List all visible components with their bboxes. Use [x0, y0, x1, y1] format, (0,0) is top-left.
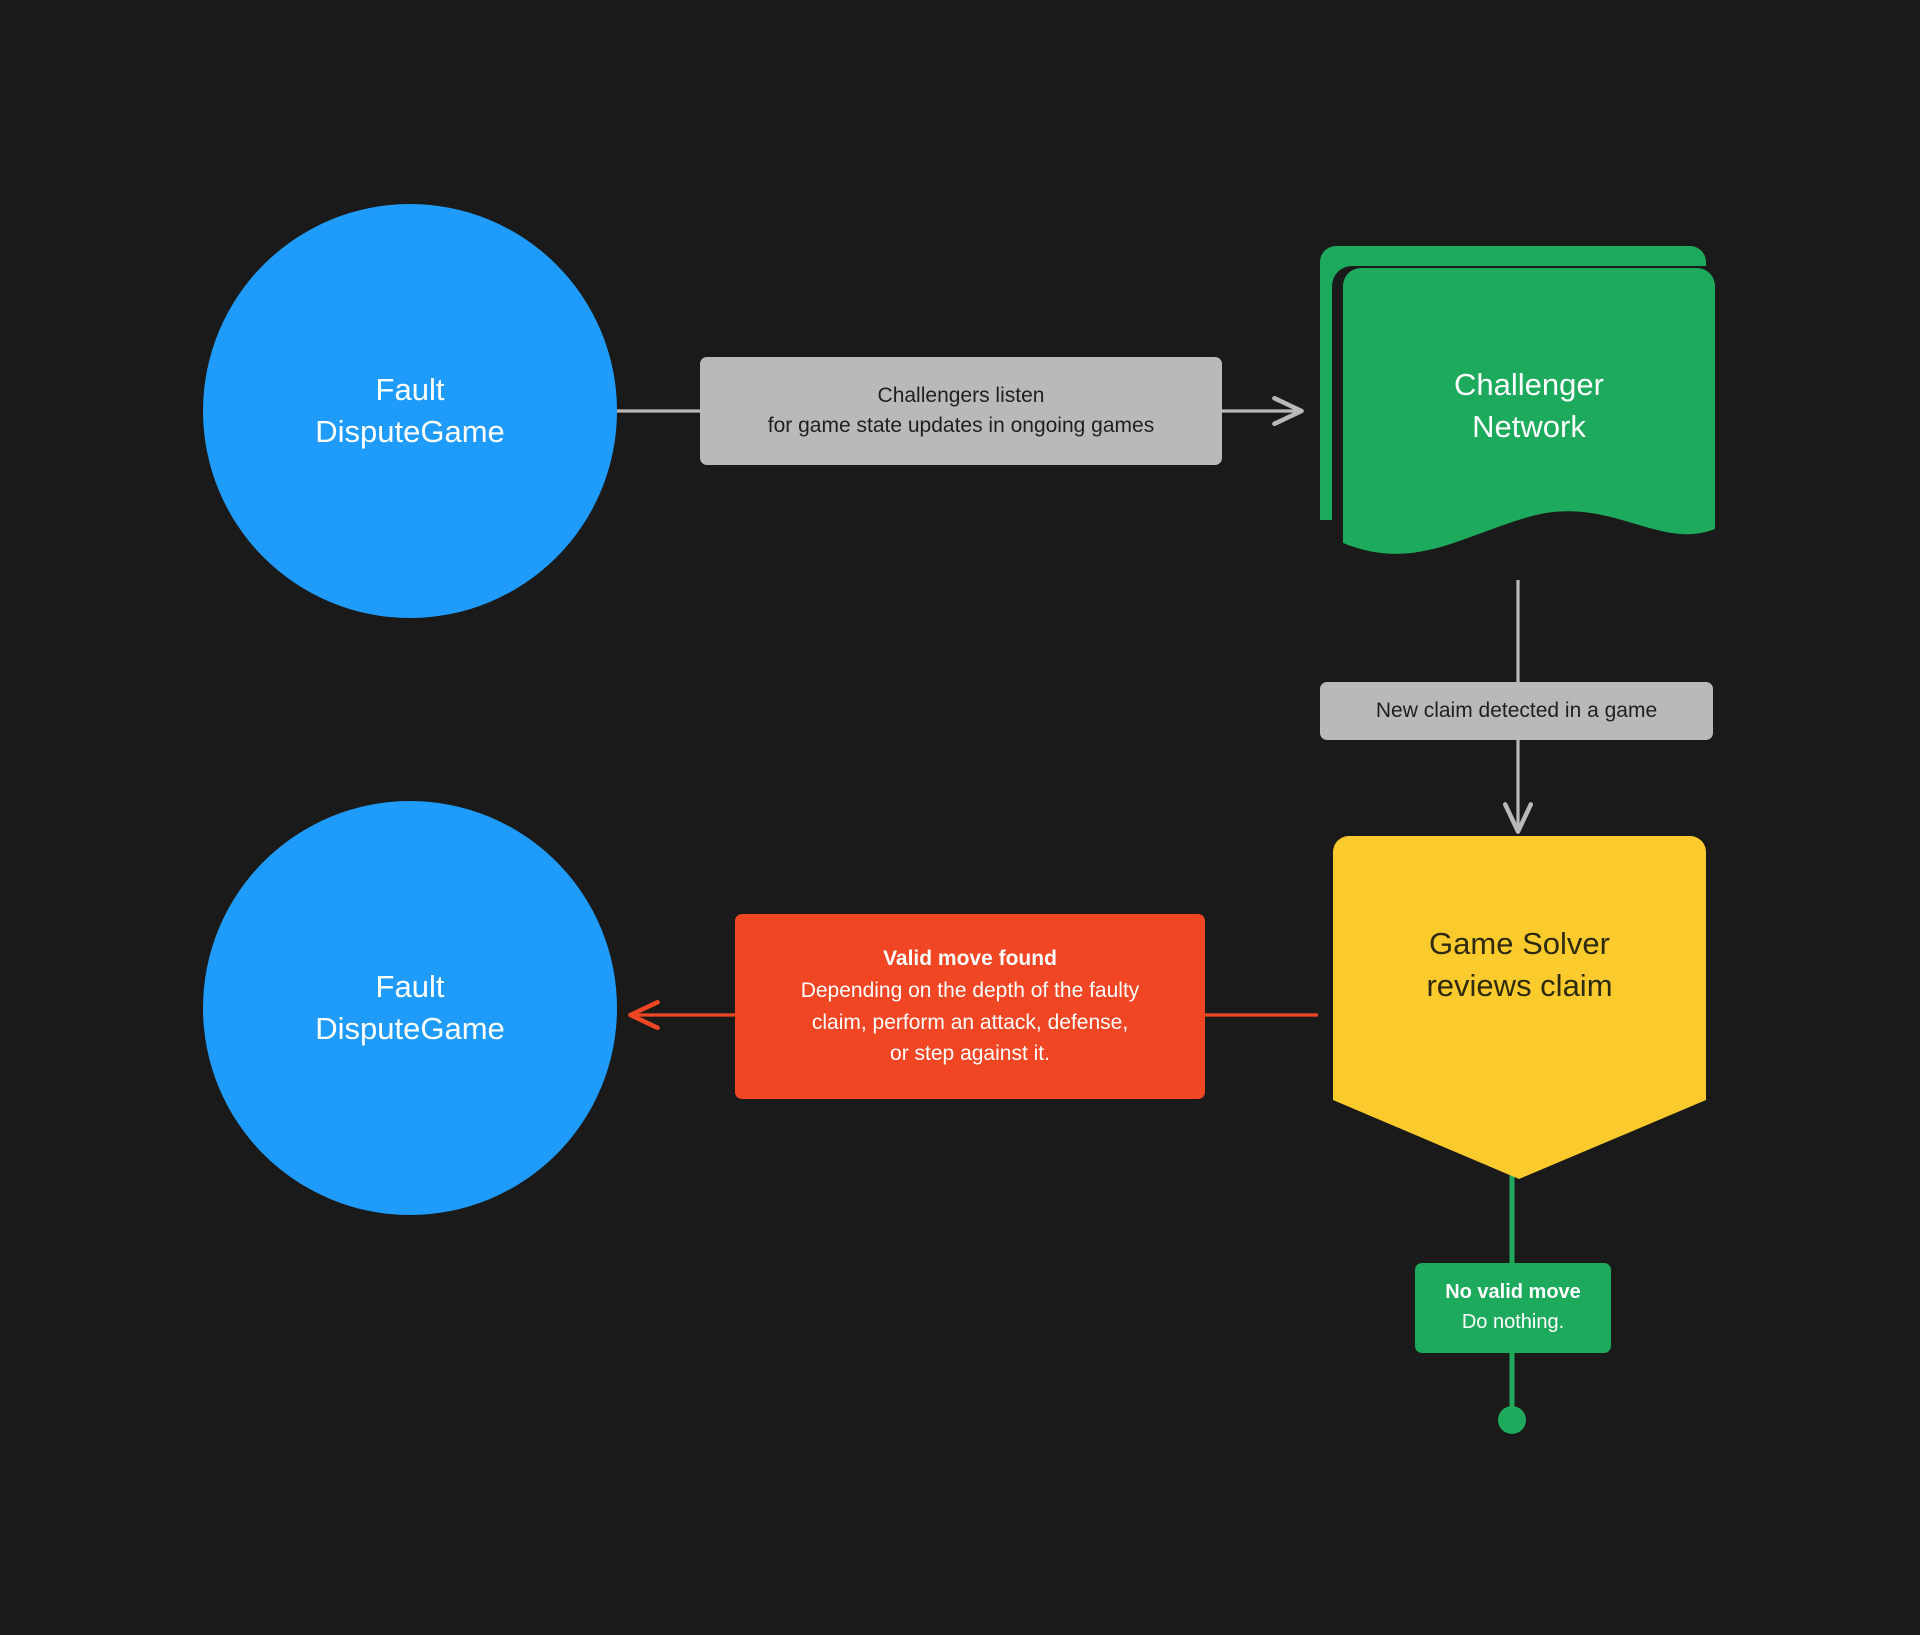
- edge-label-valid-move-found[interactable]: Valid move found Depending on the depth …: [735, 914, 1205, 1099]
- edge-label-line-3: or step against it.: [890, 1042, 1050, 1066]
- edge-label-no-valid-move[interactable]: No valid move Do nothing.: [1415, 1263, 1611, 1353]
- edge-label-line-2: for game state updates in ongoing games: [767, 414, 1155, 437]
- edge-label-line-1: Challengers listen: [877, 383, 1045, 407]
- node-fault-dispute-game-bottom[interactable]: [203, 801, 617, 1215]
- edge-label-challengers-listen[interactable]: Challengers listen for game state update…: [700, 357, 1222, 465]
- terminator-dot: [1498, 1406, 1526, 1434]
- edge-label-line-1: Do nothing.: [1461, 1311, 1565, 1333]
- document-front-sheet: [1343, 268, 1715, 554]
- node-fault-dispute-game-top[interactable]: [203, 204, 617, 618]
- edge-label-new-claim-detected[interactable]: New claim detected in a game: [1320, 682, 1713, 740]
- edge-label-line-1: Depending on the depth of the faulty: [800, 978, 1140, 1002]
- node-challenger-network[interactable]: [1320, 246, 1726, 554]
- edge-label-heading: No valid move: [1445, 1281, 1581, 1304]
- edge-label-line-1: New claim detected in a game: [1375, 698, 1658, 722]
- edge-label-heading: Valid move found: [883, 946, 1057, 970]
- edge-label-line-2: claim, perform an attack, defense,: [811, 1010, 1129, 1034]
- node-game-solver[interactable]: [1333, 836, 1706, 1179]
